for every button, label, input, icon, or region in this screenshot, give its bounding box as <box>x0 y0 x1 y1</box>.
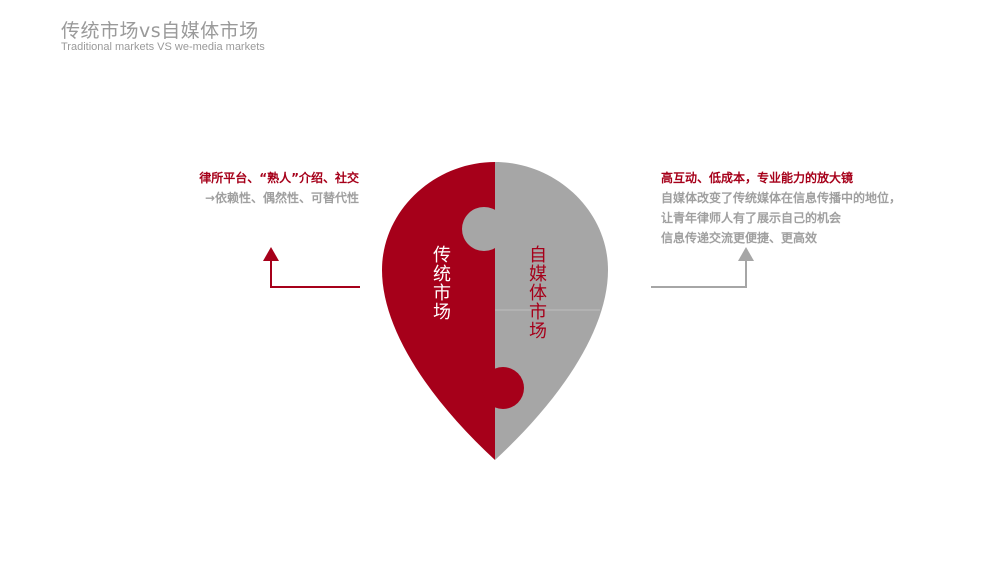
right-description: 高互动、低成本，专业能力的放大镜 自媒体改变了传统媒体在信息传播中的地位， 让青… <box>661 168 901 248</box>
right-line: 信息传递交流更便捷、更高效 <box>661 231 818 245</box>
right-heading: 高互动、低成本，专业能力的放大镜 <box>661 171 854 185</box>
pin-knob-top <box>462 207 506 251</box>
left-arrow-icon <box>263 247 360 288</box>
left-heading: 律所平台、“熟人”介绍、社交 <box>199 171 359 185</box>
right-arrow-icon <box>651 247 754 288</box>
left-description: 律所平台、“熟人”介绍、社交 →依赖性、偶然性、可替代性 <box>199 168 359 208</box>
pin-knob-bottom <box>482 367 524 409</box>
right-line: 自媒体改变了传统媒体在信息传播中的地位， <box>661 191 902 205</box>
right-line: 让青年律师人有了展示自己的机会 <box>661 211 842 225</box>
we-media-market-label: 自媒体市场 <box>526 245 547 340</box>
page-subtitle: Traditional markets VS we-media markets <box>61 41 265 53</box>
pin-right-half <box>495 162 608 460</box>
page-title: 传统市场vs自媒体市场 <box>61 20 259 42</box>
traditional-market-label: 传统市场 <box>430 245 451 321</box>
left-line: →依赖性、偶然性、可替代性 <box>204 191 359 205</box>
